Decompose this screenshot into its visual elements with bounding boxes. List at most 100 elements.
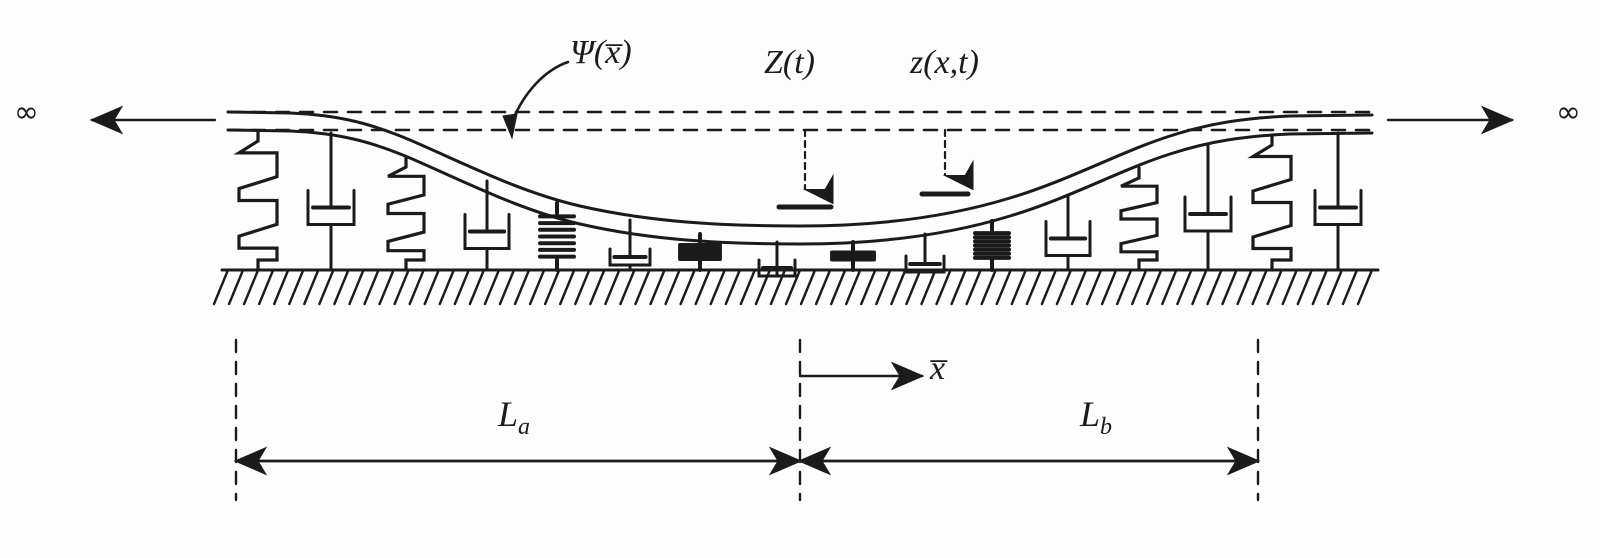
ground-hatch-tick [333, 268, 350, 306]
spring-element [1119, 166, 1159, 272]
ground-hatch-tick [845, 268, 862, 306]
spring-element-compressed [830, 240, 876, 272]
ground-hatch-tick [814, 268, 832, 306]
infinity-right-label: ∞ [1556, 95, 1581, 130]
ground-hatch-tick [303, 268, 320, 306]
ground-hatch-tick [378, 268, 395, 306]
ground-hatch-tick [1025, 268, 1043, 306]
beam-top-edge [226, 110, 1374, 228]
spring-element-compressed [678, 232, 722, 272]
ground-hatch-tick [634, 268, 651, 306]
spring-element-compressed [973, 219, 1011, 272]
length-La-label: La [498, 396, 530, 439]
ground-hatch-tick [1311, 268, 1329, 306]
ground-hatch-tick [739, 268, 757, 306]
ground-hatch-tick [318, 268, 335, 306]
ground-hatch-tick [935, 268, 952, 306]
beam-bottom-edge [226, 128, 1374, 246]
ground-hatch-tick [860, 268, 877, 306]
ground-hatch-tick [574, 268, 591, 306]
ground-hatch-tick [1266, 268, 1283, 306]
spring-coil-path [678, 232, 722, 272]
ground-hatch-tick [950, 268, 967, 306]
La-subscript: a [518, 414, 531, 440]
ground-hatch-tick [664, 268, 681, 306]
damper-element-compressed [608, 218, 652, 272]
ground-hatch-tick [724, 268, 741, 306]
ground-hatch-tick [1281, 268, 1298, 306]
length-Lb-label: Lb [1080, 396, 1112, 439]
ground-hatch-tick [1341, 268, 1359, 306]
ground-hatch-tick [543, 268, 561, 306]
ground-hatch-tick [393, 268, 410, 306]
ground-hatch-tick [423, 268, 440, 306]
ground-hatch-tick [528, 268, 546, 306]
ground-hatch-tick [257, 268, 275, 306]
damper-element-compressed [757, 240, 797, 278]
ground-hatch-tick [965, 268, 982, 306]
spring-coil-path [830, 240, 876, 272]
ground-hatch-tick [1176, 268, 1193, 306]
ground-hatch-tick [363, 268, 380, 306]
spring-coil-path [1247, 133, 1293, 272]
ground-hatch-tick [709, 268, 726, 306]
ground-hatch-tick [1206, 268, 1223, 306]
psi-leader-arrowhead [502, 113, 518, 140]
spring-coil-path [386, 155, 426, 272]
ground-hatch-tick [799, 268, 817, 306]
ground-hatch-tick [1326, 268, 1344, 306]
spring-element [233, 129, 279, 272]
infinity-left-label: ∞ [14, 95, 39, 130]
x-bar-axis-label: x̅ [930, 350, 946, 387]
ground-hatch-tick [829, 268, 847, 306]
ground-hatch-tick [694, 268, 711, 306]
ground-hatch-tick [408, 268, 425, 306]
ground-hatch-tick [980, 268, 997, 306]
ground-hatch-tick [1146, 268, 1163, 306]
ground-hatch-tick [1055, 268, 1073, 306]
ground-hatch-tick [1115, 268, 1133, 306]
z-of-x-t-label: z(x,t) [910, 44, 979, 81]
ground-hatch-tick [1070, 268, 1088, 306]
ground-hatch-tick [242, 268, 260, 306]
ground-hatch-tick [995, 268, 1012, 306]
La-base: L [498, 394, 519, 434]
ground-hatch-tick [649, 268, 666, 306]
damper-element [306, 131, 356, 272]
damper-element [1044, 193, 1092, 272]
damper-element [1183, 144, 1233, 272]
ground-hatch-tick [453, 268, 471, 306]
Z-of-t-label: Z(t) [764, 44, 815, 81]
spring-element [386, 155, 426, 272]
ground-hatch-tick [679, 268, 696, 306]
ground-hatch-tick [1236, 268, 1253, 306]
ground-hatch-tick [619, 268, 636, 306]
ground-hatch-tick [875, 268, 892, 306]
spring-coil-path [233, 129, 279, 272]
ground-hatch-tick [604, 268, 621, 306]
Lb-subscript: b [1100, 414, 1113, 440]
spring-element [1247, 133, 1293, 272]
ground-hatch-tick [1161, 268, 1178, 306]
spring-coil-path [1119, 166, 1159, 272]
ground-hatch-tick [559, 268, 576, 306]
damper-element [1313, 131, 1363, 272]
ground-hatch-tick [1191, 268, 1208, 306]
ground-hatch-tick [890, 268, 907, 306]
ground-hatch-tick [1010, 268, 1027, 306]
damper-element-compressed [904, 232, 946, 274]
ground-hatch-tick [348, 268, 365, 306]
ground-hatch-tick [1131, 268, 1148, 306]
ground-hatch-tick [438, 268, 455, 306]
ground-hatch-tick [212, 268, 230, 306]
ground-hatch-tick [498, 268, 516, 306]
spring-coil-path [973, 219, 1011, 272]
ground-hatch-tick [1356, 268, 1374, 306]
ground-hatch-tick [227, 268, 245, 306]
Lb-base: L [1080, 394, 1101, 434]
psi-function-label: Ψ(x̅) [570, 34, 632, 71]
ground-hatch-tick [1085, 268, 1103, 306]
ground-hatch-tick [1251, 268, 1268, 306]
psi-leader-line [510, 60, 570, 124]
